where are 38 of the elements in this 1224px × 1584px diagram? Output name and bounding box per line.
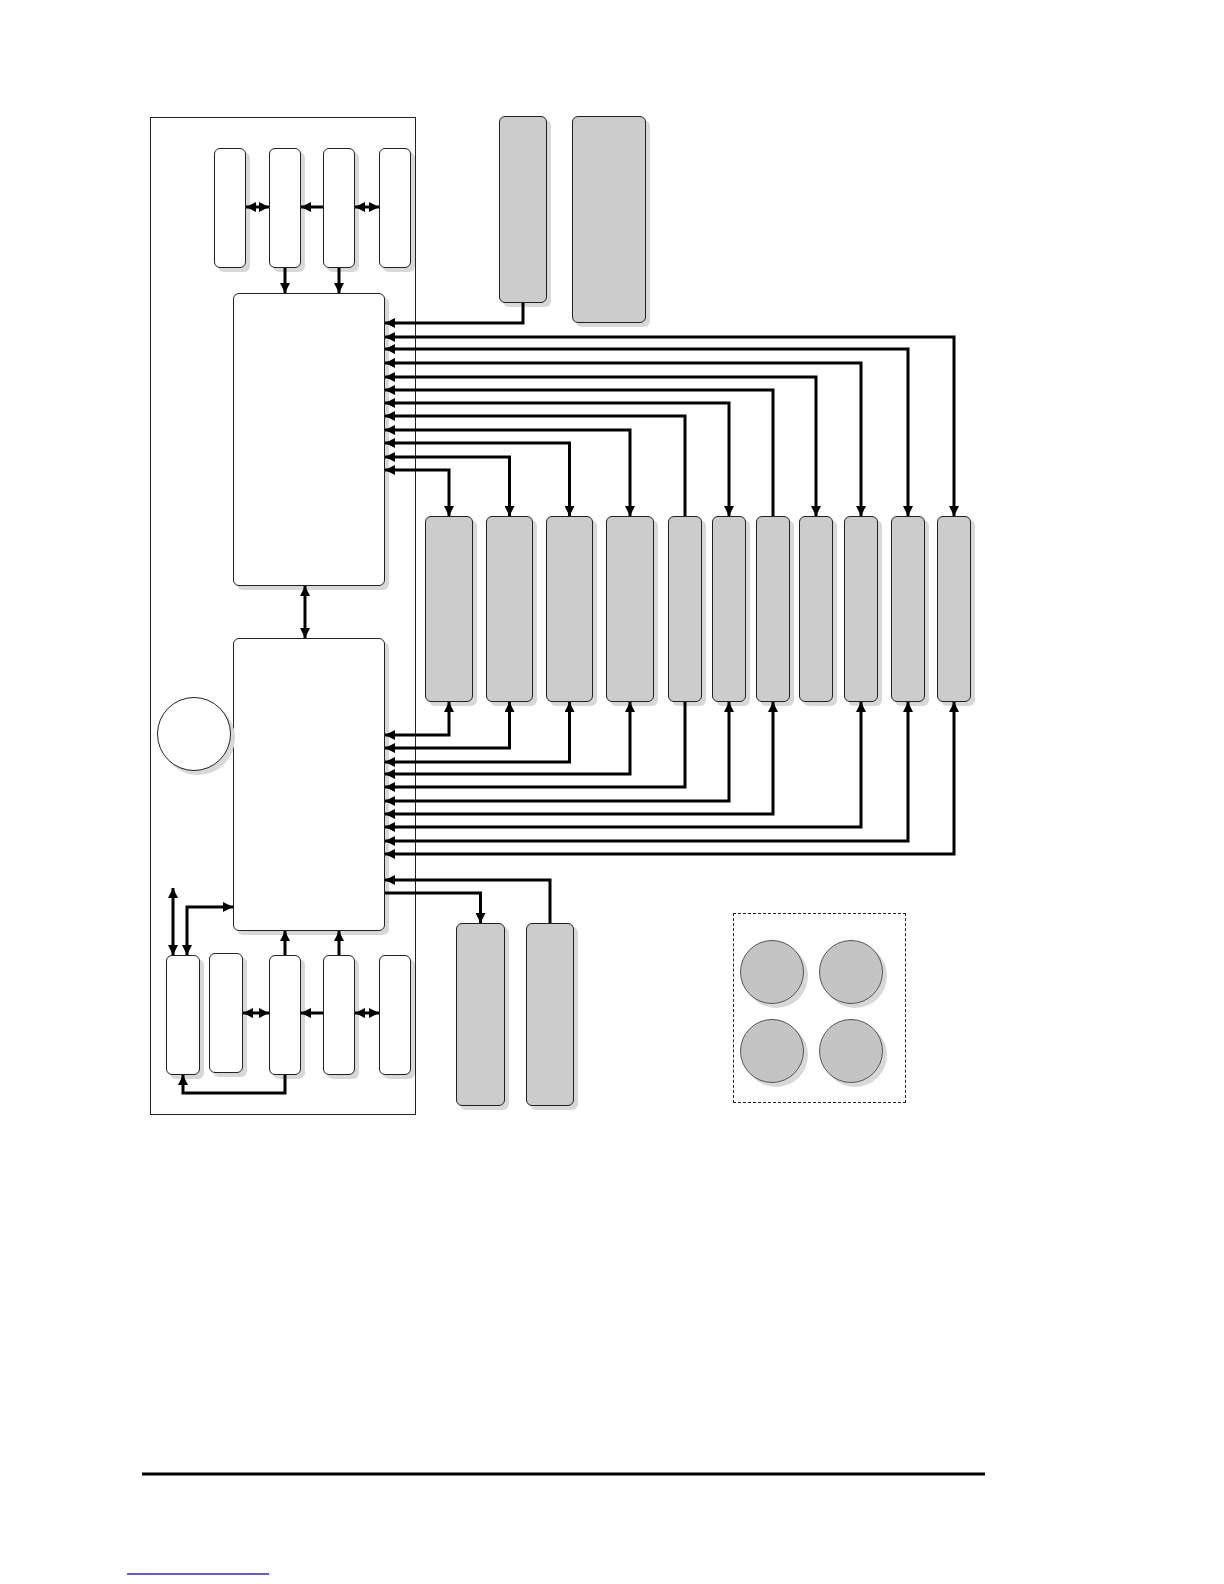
arrow — [280, 931, 290, 955]
arrow — [385, 702, 778, 819]
arrow — [385, 702, 687, 792]
arrow — [385, 702, 959, 859]
arrow — [355, 202, 379, 212]
arrow — [334, 931, 344, 955]
arrow — [385, 465, 454, 516]
arrow — [385, 702, 635, 779]
arrow — [178, 1075, 287, 1095]
arrow — [385, 702, 575, 767]
arrow — [355, 1008, 379, 1018]
arrow — [300, 586, 310, 638]
arrow — [246, 202, 269, 212]
arrow — [385, 702, 734, 806]
arrow — [385, 438, 575, 516]
arrow — [243, 1008, 269, 1018]
arrow — [182, 902, 233, 955]
arrow — [385, 358, 866, 516]
arrow — [385, 702, 866, 832]
dashed-group-box — [733, 913, 906, 1103]
arrow — [385, 875, 552, 923]
arrow — [334, 268, 344, 293]
arrow — [385, 702, 913, 846]
arrow — [385, 702, 454, 740]
arrow — [301, 1008, 323, 1018]
arrow — [385, 398, 734, 516]
arrow — [168, 888, 178, 955]
arrow — [385, 303, 525, 328]
arrow — [280, 268, 290, 293]
arrow — [385, 385, 775, 516]
arrow — [385, 411, 687, 516]
arrow — [301, 202, 323, 212]
arrow — [385, 452, 515, 516]
board-outline — [150, 117, 416, 1115]
arrow — [385, 702, 515, 753]
arrow — [385, 891, 486, 923]
arrow — [385, 372, 821, 516]
arrow — [385, 425, 635, 516]
